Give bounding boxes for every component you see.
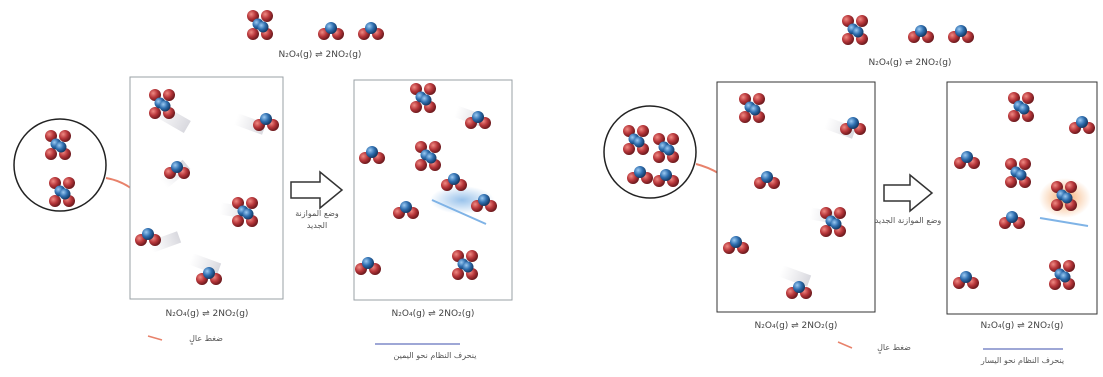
process-arrow [883, 173, 934, 213]
magnified-view-circle [603, 105, 697, 199]
box2-equation-label: N₂O₄(g) ⇌ 2NO₂(g) [980, 321, 1064, 331]
pressure-tick [147, 335, 163, 341]
arrow-caption: وضع الموازنة الجديد [295, 209, 339, 230]
magnified-view-circle [13, 118, 107, 212]
pressure-label: ضغط عالٍ [877, 343, 911, 352]
top-n2o4-molecule [247, 10, 273, 40]
top-no2-molecule [358, 22, 384, 40]
top-equation-label: N₂O₄(g) ⇌ 2NO₂(g) [868, 58, 952, 68]
top-no2-molecule [948, 25, 974, 43]
top-no2-molecule [908, 25, 934, 43]
top-no2-molecule [318, 22, 344, 40]
pressure-label: ضغط عالٍ [189, 334, 223, 343]
collision-arrow [431, 199, 487, 225]
container-box-2 [353, 79, 513, 301]
shift-caption: ينحرف النظام نحو اليمين [393, 351, 477, 360]
collision-arrow [1039, 217, 1089, 227]
process-arrow [290, 170, 344, 210]
arrow-caption: وضع الموازنة الجديد [874, 216, 942, 225]
top-n2o4-molecule [842, 15, 868, 45]
box2-equation-label: N₂O₄(g) ⇌ 2NO₂(g) [391, 309, 475, 319]
box1-equation-label: N₂O₄(g) ⇌ 2NO₂(g) [165, 309, 249, 319]
shift-caption: ينحرف النظام نحو اليسار [980, 356, 1065, 365]
top-equation-label: N₂O₄(g) ⇌ 2NO₂(g) [278, 50, 362, 60]
pressure-tick [837, 341, 853, 349]
box1-equation-label: N₂O₄(g) ⇌ 2NO₂(g) [754, 321, 838, 331]
